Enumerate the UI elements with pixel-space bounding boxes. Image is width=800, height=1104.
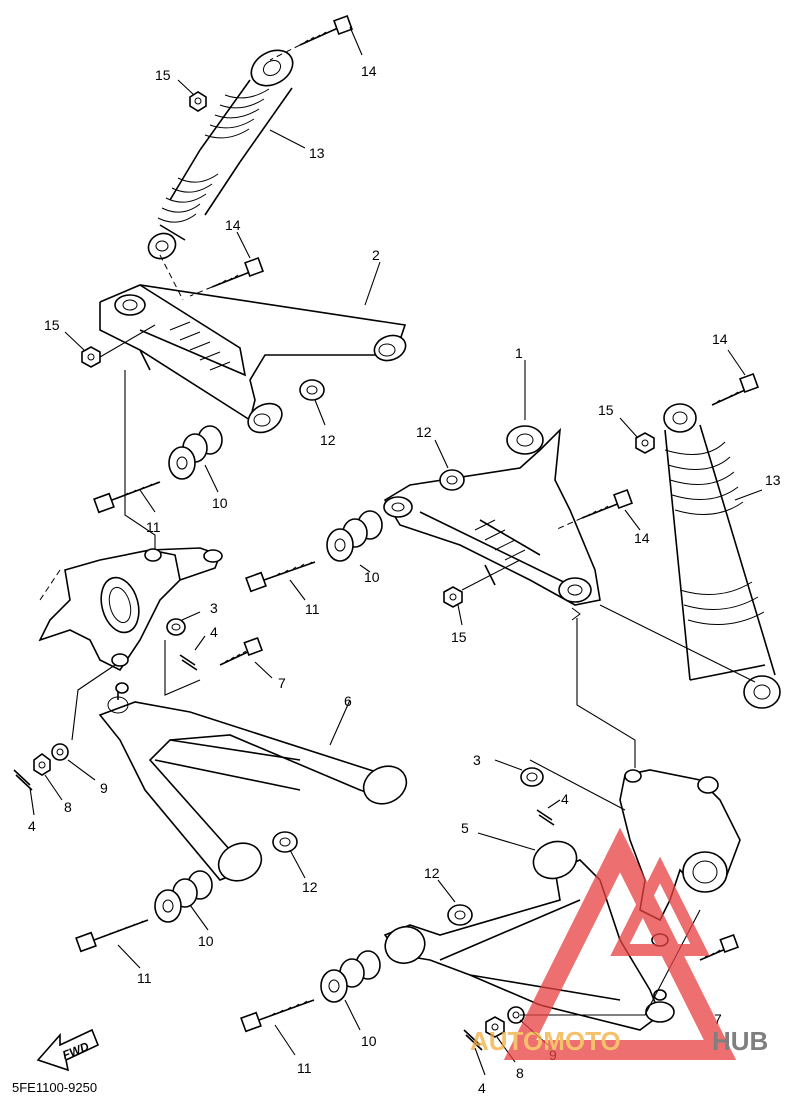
- callout-11: 11: [146, 519, 161, 535]
- callout-4: 4: [478, 1080, 486, 1096]
- bolt-11-left-upper: [93, 481, 161, 514]
- callout-12: 12: [416, 424, 432, 440]
- watermark-text-auto: AUTOMOTO: [470, 1026, 621, 1056]
- nut-7-right: [699, 933, 739, 961]
- collar-3-left: [166, 618, 186, 636]
- guide-line-knuckle-right: [576, 618, 636, 768]
- callout-13: 13: [309, 145, 325, 161]
- collar-12-lower-left: [272, 831, 298, 853]
- nut-7-left: [219, 636, 263, 666]
- callout-8: 8: [516, 1065, 524, 1081]
- shock-absorber-left: [147, 49, 294, 301]
- lower-arm-6: [98, 682, 408, 882]
- bolt-14-right-top: [711, 373, 759, 406]
- callout-4: 4: [28, 818, 36, 834]
- nut-15-right: [443, 559, 521, 608]
- callout-14: 14: [712, 331, 728, 347]
- nut-15-right-top: [635, 432, 655, 454]
- guide-line-collar-right: [529, 759, 626, 811]
- callout-7: 7: [714, 1011, 722, 1027]
- bolt-11-center: [245, 561, 316, 593]
- guide-line-shock-left: [124, 370, 156, 550]
- callout-12: 12: [302, 879, 318, 895]
- bolt-14-upper-arm: [189, 257, 264, 297]
- cotter-pin-4-lower-right: [463, 1029, 483, 1051]
- watermark-logo: AUTOMOTO HUB: [470, 827, 768, 1060]
- cotter-pin-4-lower-left: [13, 769, 33, 791]
- callout-6: 6: [344, 693, 352, 709]
- callout-15: 15: [451, 629, 467, 645]
- callout-10: 10: [212, 495, 228, 511]
- part-code: 5FE1100-9250: [12, 1080, 97, 1095]
- collar-12-upper-left: [299, 379, 325, 401]
- callout-11: 11: [297, 1060, 312, 1076]
- guide-line-knuckle: [164, 640, 201, 696]
- bolt-14-upper-arm-right: [554, 489, 633, 531]
- upper-arm-2: [99, 284, 407, 434]
- callout-5: 5: [461, 820, 469, 836]
- steering-knuckle-left: [38, 547, 223, 672]
- watermark-text-hub: HUB: [712, 1026, 768, 1056]
- callout-7: 7: [278, 675, 286, 691]
- callout-1: 1: [515, 345, 523, 361]
- collar-3-right: [520, 767, 544, 787]
- guide-line-lower-left: [71, 664, 116, 741]
- bolt-11-left-lower: [75, 919, 149, 953]
- callout-2: 2: [372, 247, 380, 263]
- callout-4: 4: [561, 791, 569, 807]
- forward-arrow-icon: FWD: [36, 1028, 100, 1072]
- callout-12: 12: [320, 432, 336, 448]
- callout-12: 12: [424, 865, 440, 881]
- collar-12-lower-right: [447, 904, 473, 926]
- bushing-10-lower-left: [154, 870, 213, 923]
- callout-13: 13: [765, 472, 781, 488]
- nut-8-left: [33, 753, 51, 776]
- bushing-10-lower-right: [320, 950, 381, 1003]
- callout-10: 10: [361, 1033, 377, 1049]
- callout-15: 15: [155, 67, 171, 83]
- bushing-10-upper-left: [168, 425, 223, 480]
- nut-15-left: [81, 324, 156, 368]
- bolt-11-right-lower: [240, 999, 315, 1033]
- cotter-pin-4-left: [179, 654, 198, 671]
- callout-15: 15: [598, 402, 614, 418]
- callout-14: 14: [634, 530, 650, 546]
- callout-9: 9: [100, 780, 108, 796]
- nut-8-right: [485, 1016, 505, 1038]
- nut-15-top: [189, 91, 207, 112]
- callout-3: 3: [210, 600, 218, 616]
- shock-absorber-right: [599, 403, 781, 709]
- callout-15: 15: [44, 317, 60, 333]
- bolt-14-top: [269, 15, 353, 61]
- callout-11: 11: [137, 970, 152, 986]
- callout-8: 8: [64, 799, 72, 815]
- callout-10: 10: [364, 569, 380, 585]
- callout-10: 10: [198, 933, 214, 949]
- collar-12-upper-right: [439, 469, 465, 491]
- callout-4: 4: [210, 624, 218, 640]
- callout-14: 14: [225, 217, 241, 233]
- cotter-pin-4-right: [536, 809, 555, 826]
- callout-3: 3: [473, 752, 481, 768]
- callout-11: 11: [305, 601, 320, 617]
- lower-arm-5: [383, 840, 675, 1031]
- upper-arm-1: [383, 425, 601, 621]
- washer-9-left: [51, 743, 69, 761]
- bushing-10-center: [326, 510, 383, 562]
- callout-14: 14: [361, 63, 377, 79]
